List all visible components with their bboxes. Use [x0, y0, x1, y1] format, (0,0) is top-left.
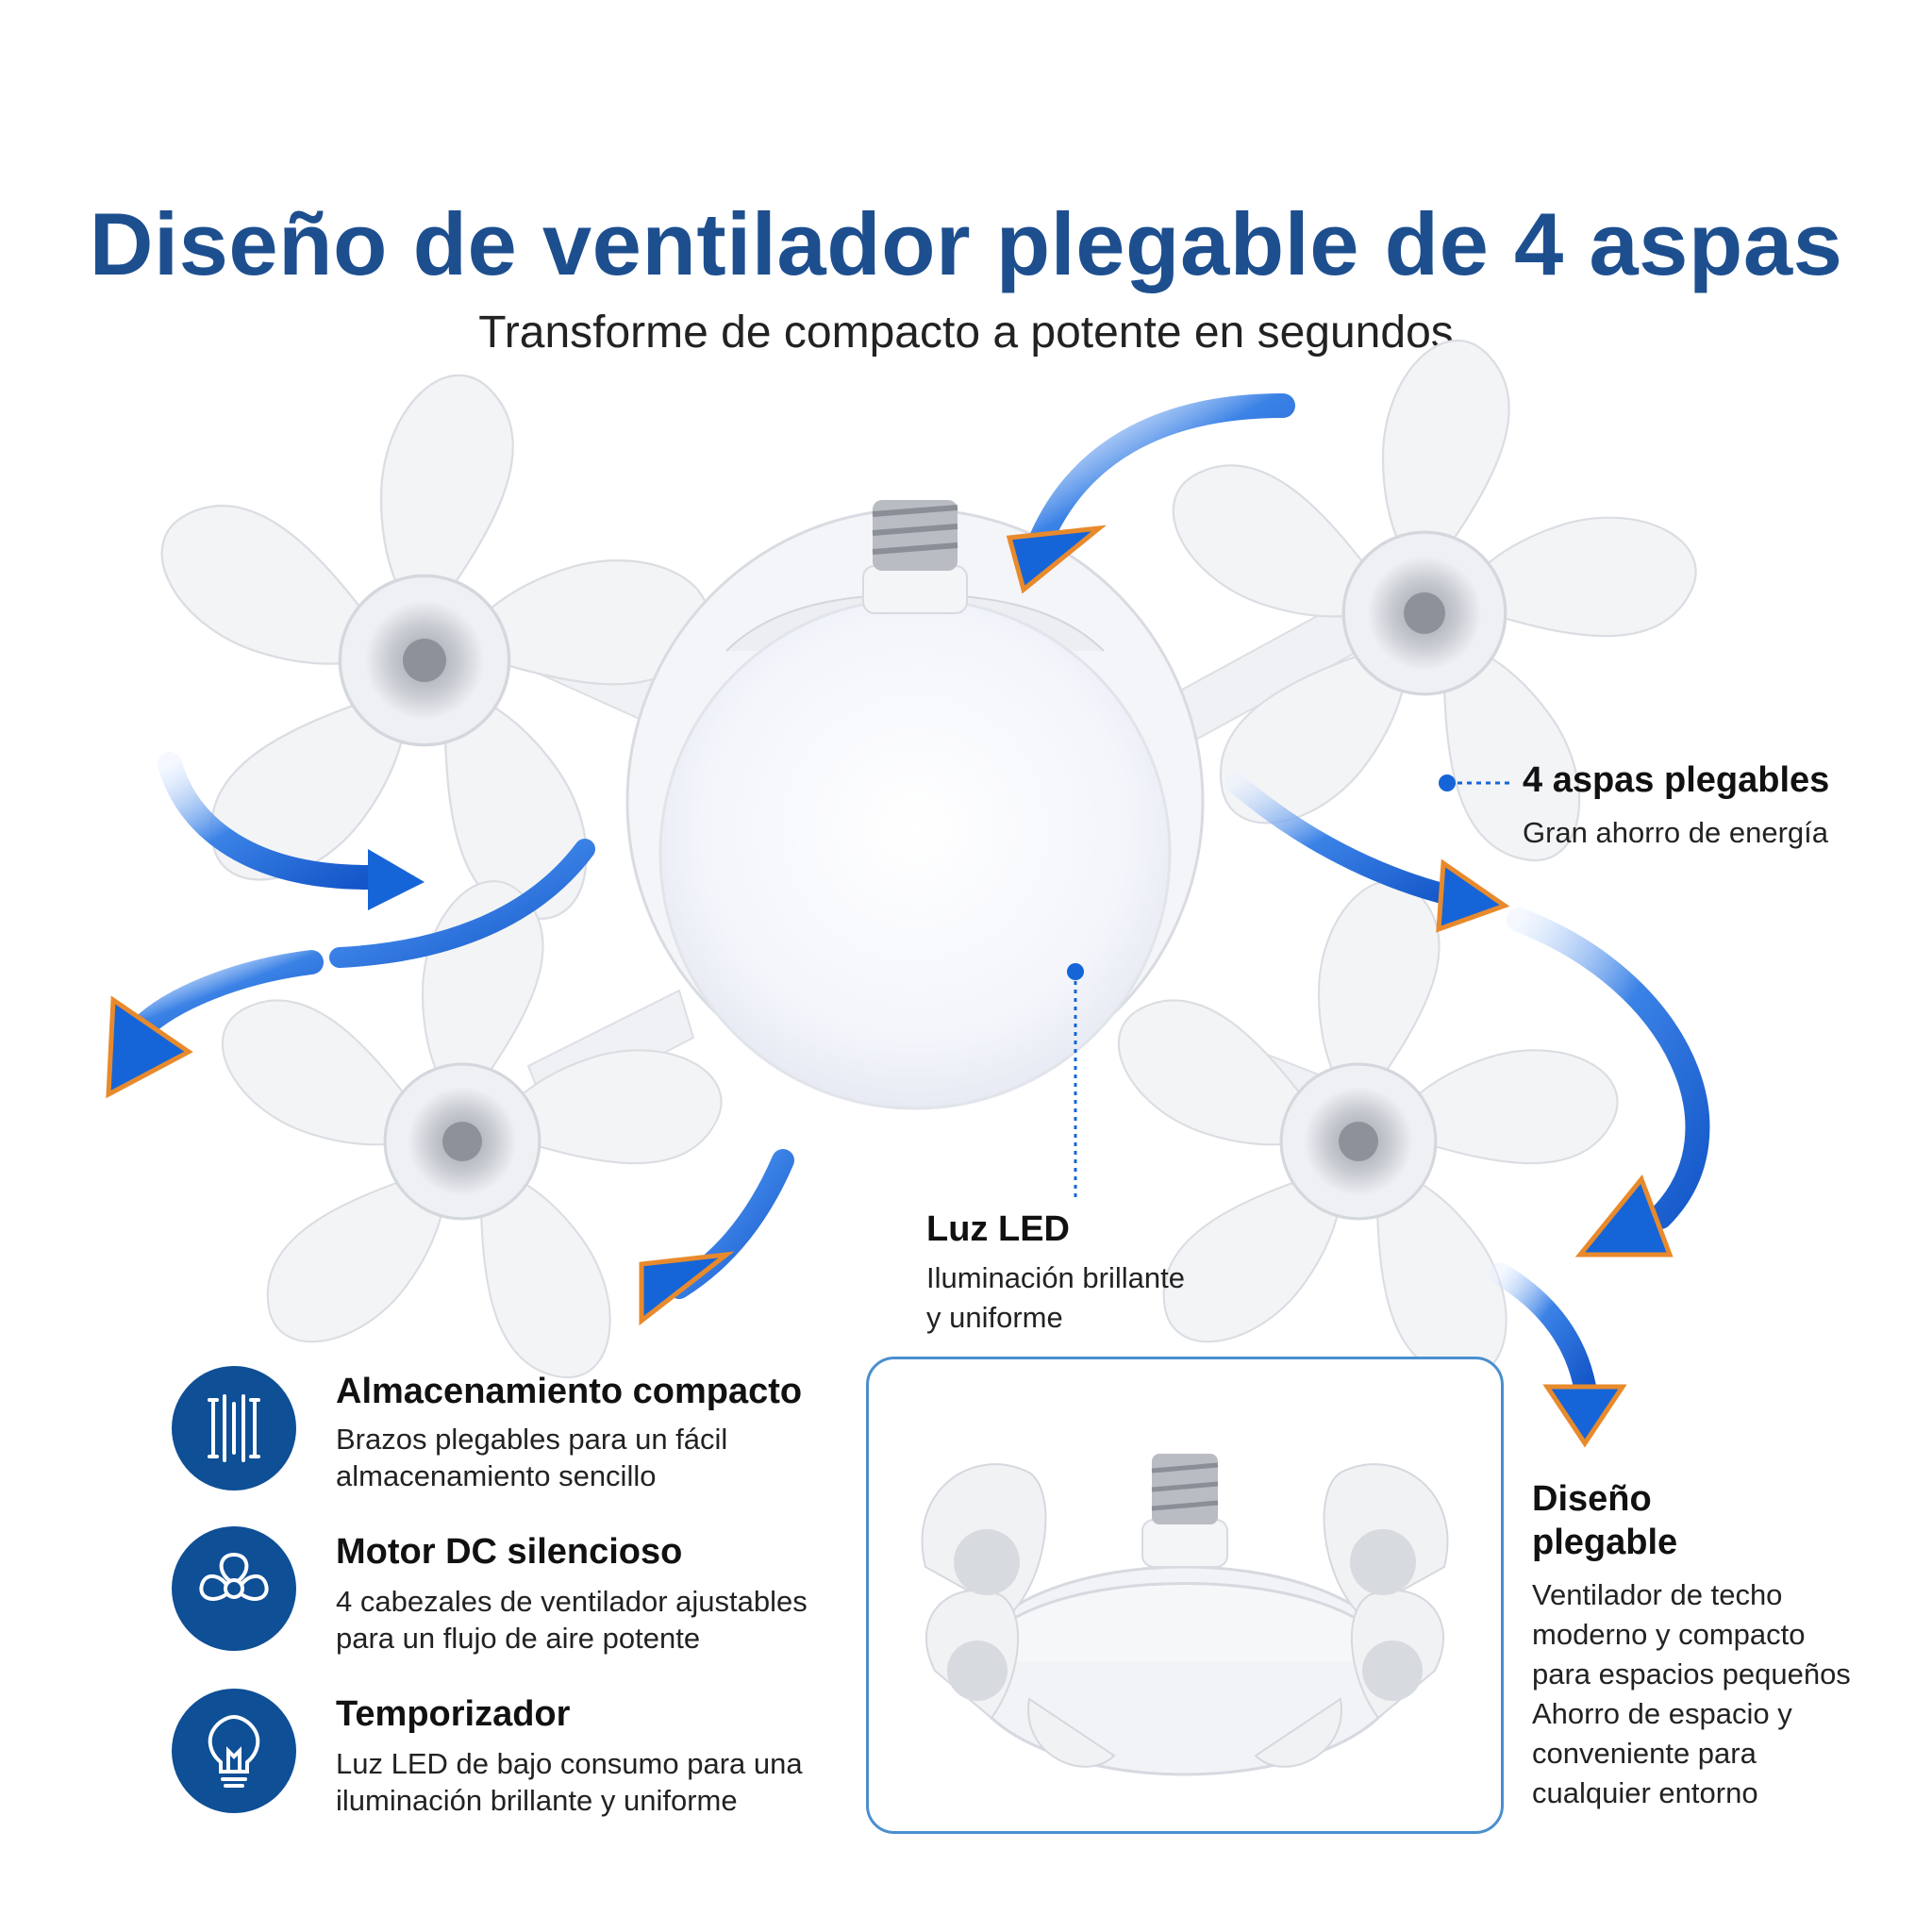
callout-foldable-title: Diseño plegable: [1532, 1479, 1678, 1562]
folded-fan-image: [921, 1454, 1449, 1776]
feature-desc: Brazos plegables para un fácil almacenam…: [336, 1423, 728, 1492]
bulb-screw-base: [862, 500, 968, 614]
feature-item-timer: Temporizador Luz LED de bajo consumo par…: [172, 1689, 851, 1830]
callout-connectors: [1067, 774, 1509, 1198]
feature-list: Almacenamiento compacto Brazos plegables…: [172, 1364, 851, 1855]
folded-product-inset: [866, 1357, 1504, 1834]
feature-item-compact-storage: Almacenamiento compacto Brazos plegables…: [172, 1364, 851, 1506]
page-subtitle: Transforme de compacto a potente en segu…: [478, 308, 1454, 358]
airflow-arrows: [106, 393, 1710, 1448]
folded-arms-icon: [172, 1366, 296, 1491]
callout-blades-desc: Gran ahorro de energía: [1523, 816, 1828, 849]
feature-desc: 4 cabezales de ventilador ajustables par…: [336, 1585, 808, 1655]
callout-led-title: Luz LED: [926, 1209, 1070, 1249]
callout-foldable-desc: Ventilador de techo moderno y compacto p…: [1532, 1578, 1851, 1809]
callout-led-desc: Iluminación brillante y uniforme: [926, 1261, 1185, 1334]
fan-head-top-right: [1153, 341, 1710, 884]
page-title: Diseño de ventilador plegable de 4 aspas: [89, 194, 1843, 293]
led-lamp-body: [625, 508, 1205, 1110]
feature-title: Temporizador: [336, 1694, 571, 1734]
lightbulb-icon: [172, 1689, 296, 1813]
feature-title: Motor DC silencioso: [336, 1532, 683, 1572]
callout-blades-title: 4 aspas plegables: [1523, 760, 1830, 800]
feature-desc: Luz LED de bajo consumo para una ilumina…: [336, 1747, 803, 1817]
fan-icon: [172, 1526, 296, 1651]
feature-title: Almacenamiento compacto: [336, 1372, 803, 1411]
feature-item-dc-motor: Motor DC silencioso 4 cabezales de venti…: [172, 1526, 851, 1668]
